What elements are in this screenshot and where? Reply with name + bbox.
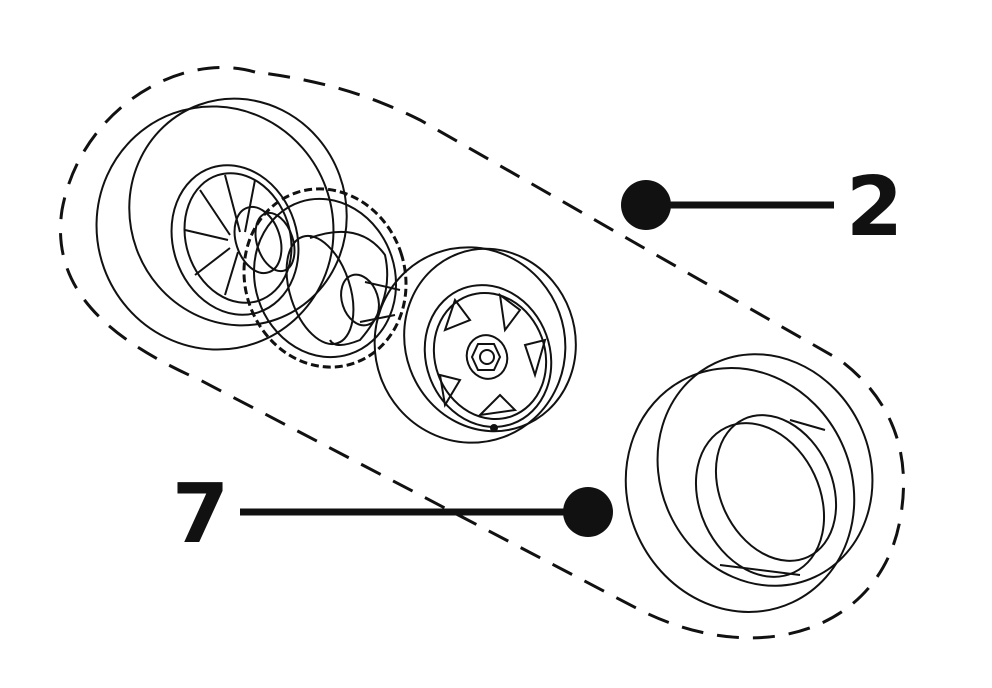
loose-tire xyxy=(624,353,874,613)
callout-2-number: 2 xyxy=(846,160,903,255)
rear-tire-large xyxy=(95,97,348,351)
differential-housing xyxy=(285,230,401,346)
callout-7-dot xyxy=(563,487,613,537)
callout-7: 7 xyxy=(172,467,613,562)
front-wheel xyxy=(373,246,577,444)
spur-gear xyxy=(242,187,408,369)
callout-2: 2 xyxy=(621,160,903,255)
group-dashed-outline xyxy=(59,66,905,640)
callout-2-dot xyxy=(621,180,671,230)
callout-7-number: 7 xyxy=(172,467,229,562)
